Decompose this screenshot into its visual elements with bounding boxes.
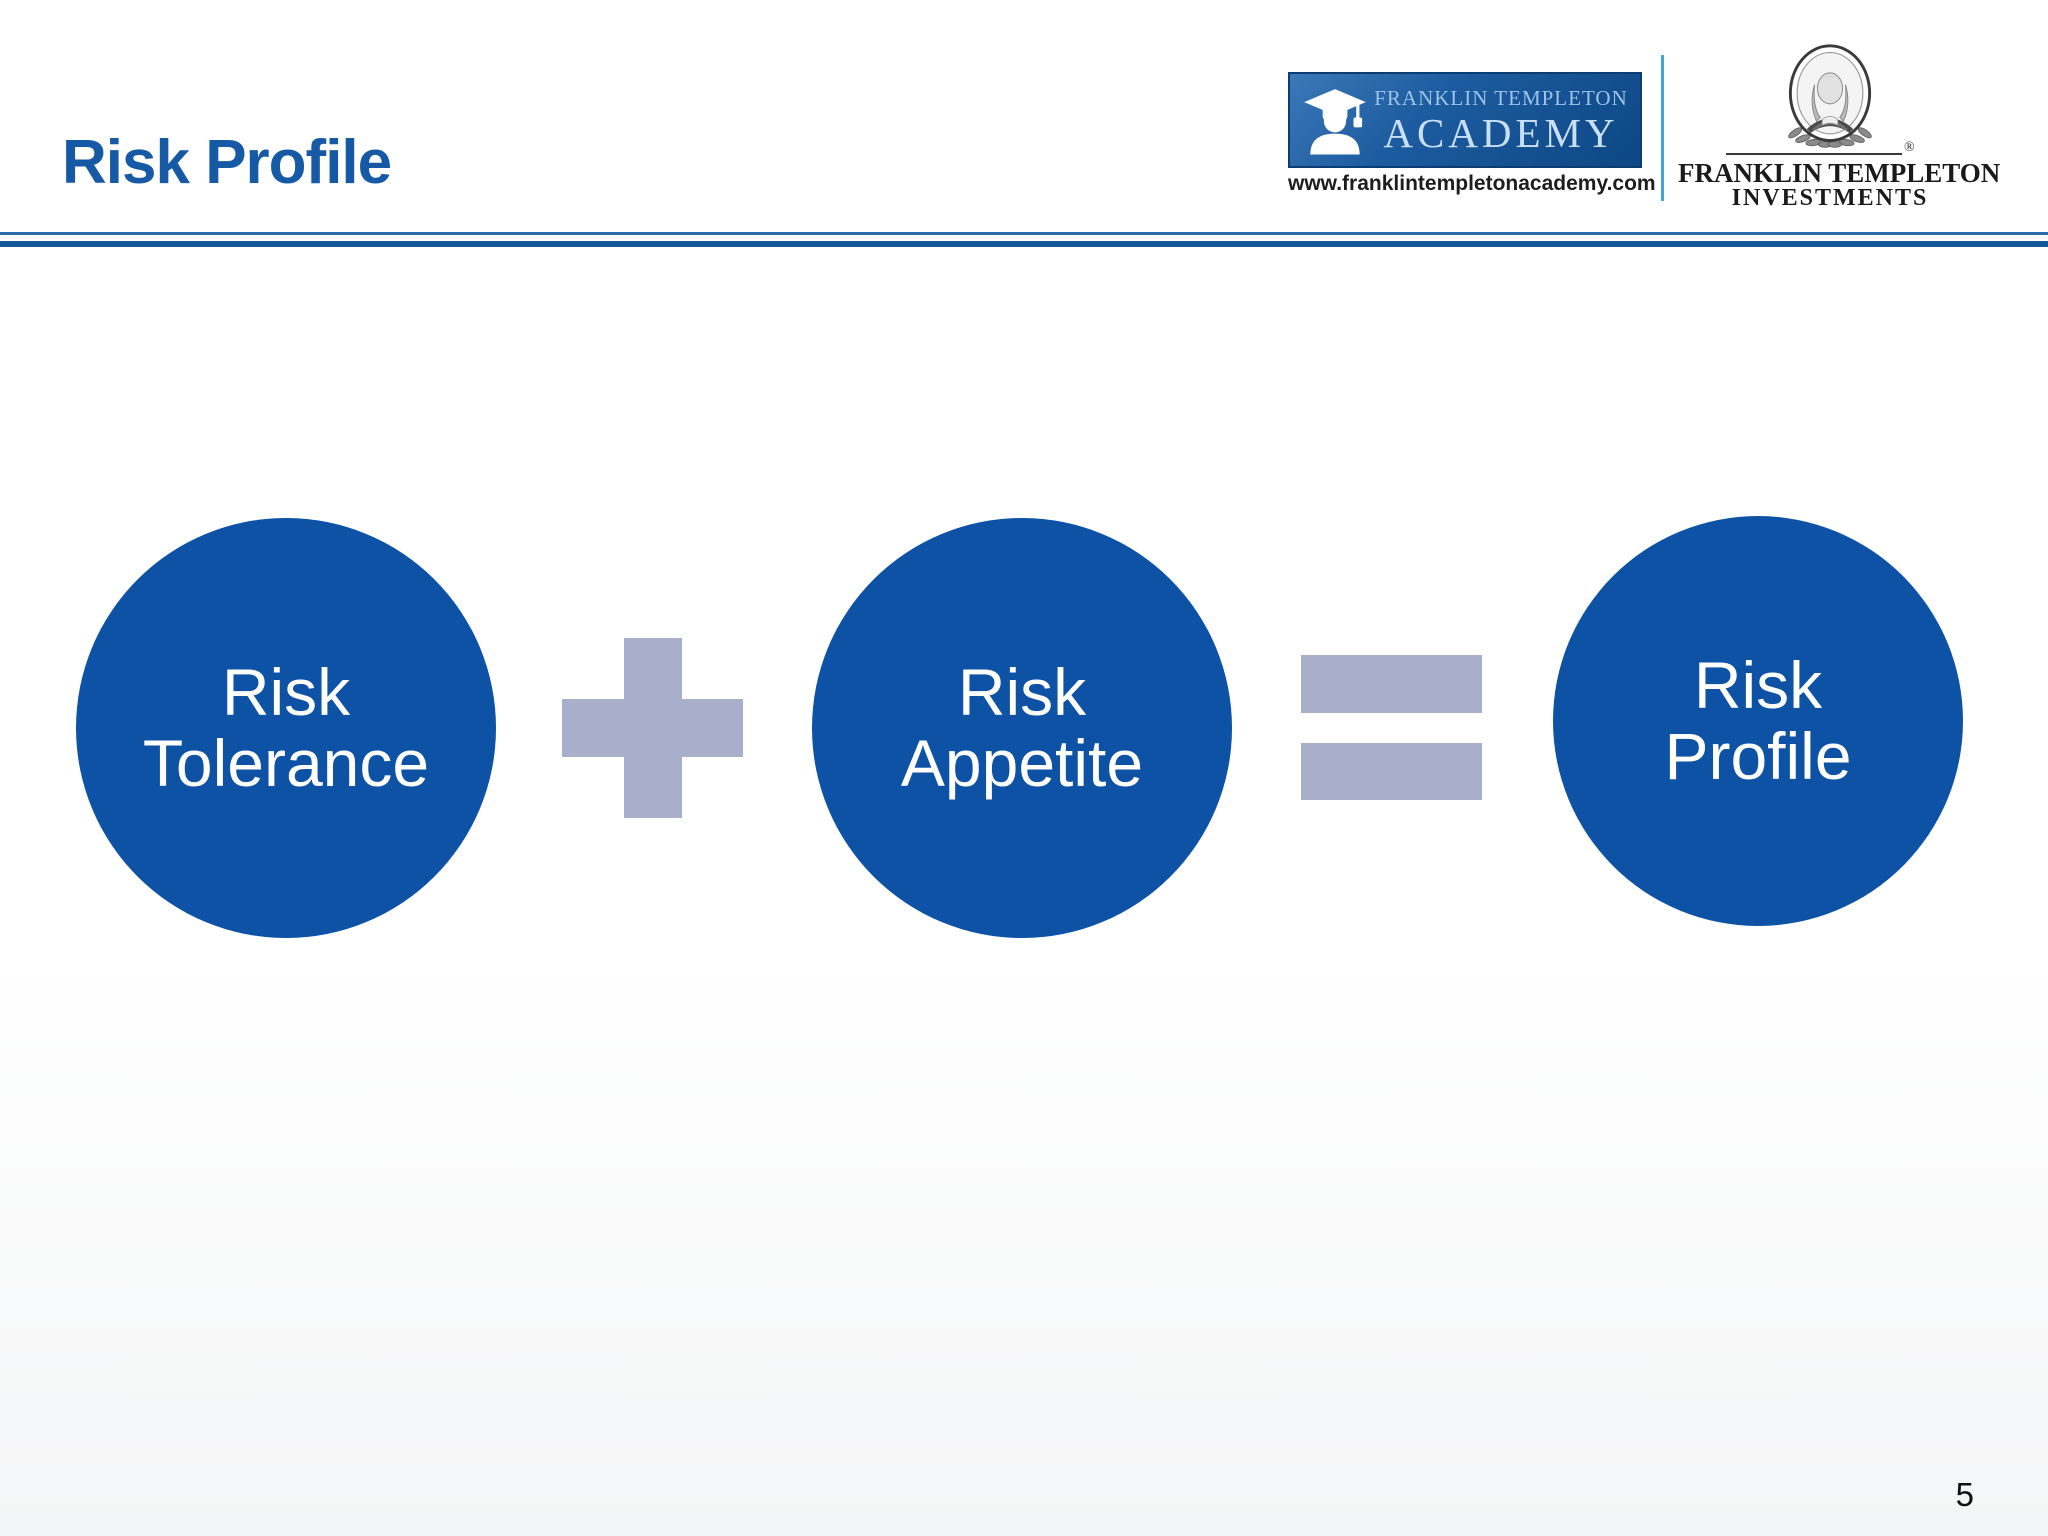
circle-risk-appetite-label: Risk Appetite	[901, 657, 1143, 799]
medallion-underline	[1726, 153, 1902, 155]
academy-logo-text: FRANKLIN TEMPLETON ACADEMY	[1372, 86, 1640, 155]
plus-vertical-bar	[624, 638, 682, 818]
circle-risk-profile: Risk Profile	[1553, 516, 1963, 926]
label-line: Profile	[1664, 719, 1852, 793]
academy-logo-brand: FRANKLIN TEMPLETON	[1374, 85, 1628, 110]
label-line: Risk	[1693, 648, 1823, 722]
equals-bottom-bar	[1301, 743, 1482, 800]
separator-line-thin	[0, 232, 2048, 235]
ft-logo-brand: FRANKLIN TEMPLETON	[1678, 158, 2001, 188]
label-line: Risk	[221, 655, 351, 729]
label-line: Tolerance	[142, 726, 430, 800]
plus-icon	[562, 638, 743, 818]
franklin-medallion-icon	[1788, 44, 1872, 148]
page-number: 5	[1955, 1476, 1974, 1513]
circle-risk-profile-label: Risk Profile	[1664, 650, 1851, 792]
ft-investments-logo	[1690, 40, 1970, 158]
academy-logo-name: ACADEMY	[1383, 109, 1619, 156]
academy-logo: FRANKLIN TEMPLETON ACADEMY	[1288, 72, 1642, 168]
logo-divider	[1661, 55, 1664, 201]
separator-line-thick	[0, 241, 2048, 247]
circle-risk-tolerance: Risk Tolerance	[76, 518, 496, 938]
ft-logo-division: INVESTMENTS	[1731, 185, 1929, 211]
label-line: Appetite	[900, 726, 1144, 800]
academy-url: www.franklintempletonacademy.com	[1288, 172, 1656, 195]
circle-risk-appetite: Risk Appetite	[812, 518, 1232, 938]
page-title: Risk Profile	[62, 128, 392, 197]
equals-top-bar	[1301, 655, 1482, 713]
label-line: Risk	[957, 655, 1087, 729]
registered-mark: ®	[1904, 140, 1915, 155]
circle-risk-tolerance-label: Risk Tolerance	[143, 657, 429, 799]
graduate-icon	[1304, 89, 1366, 155]
equals-icon	[1301, 655, 1482, 800]
